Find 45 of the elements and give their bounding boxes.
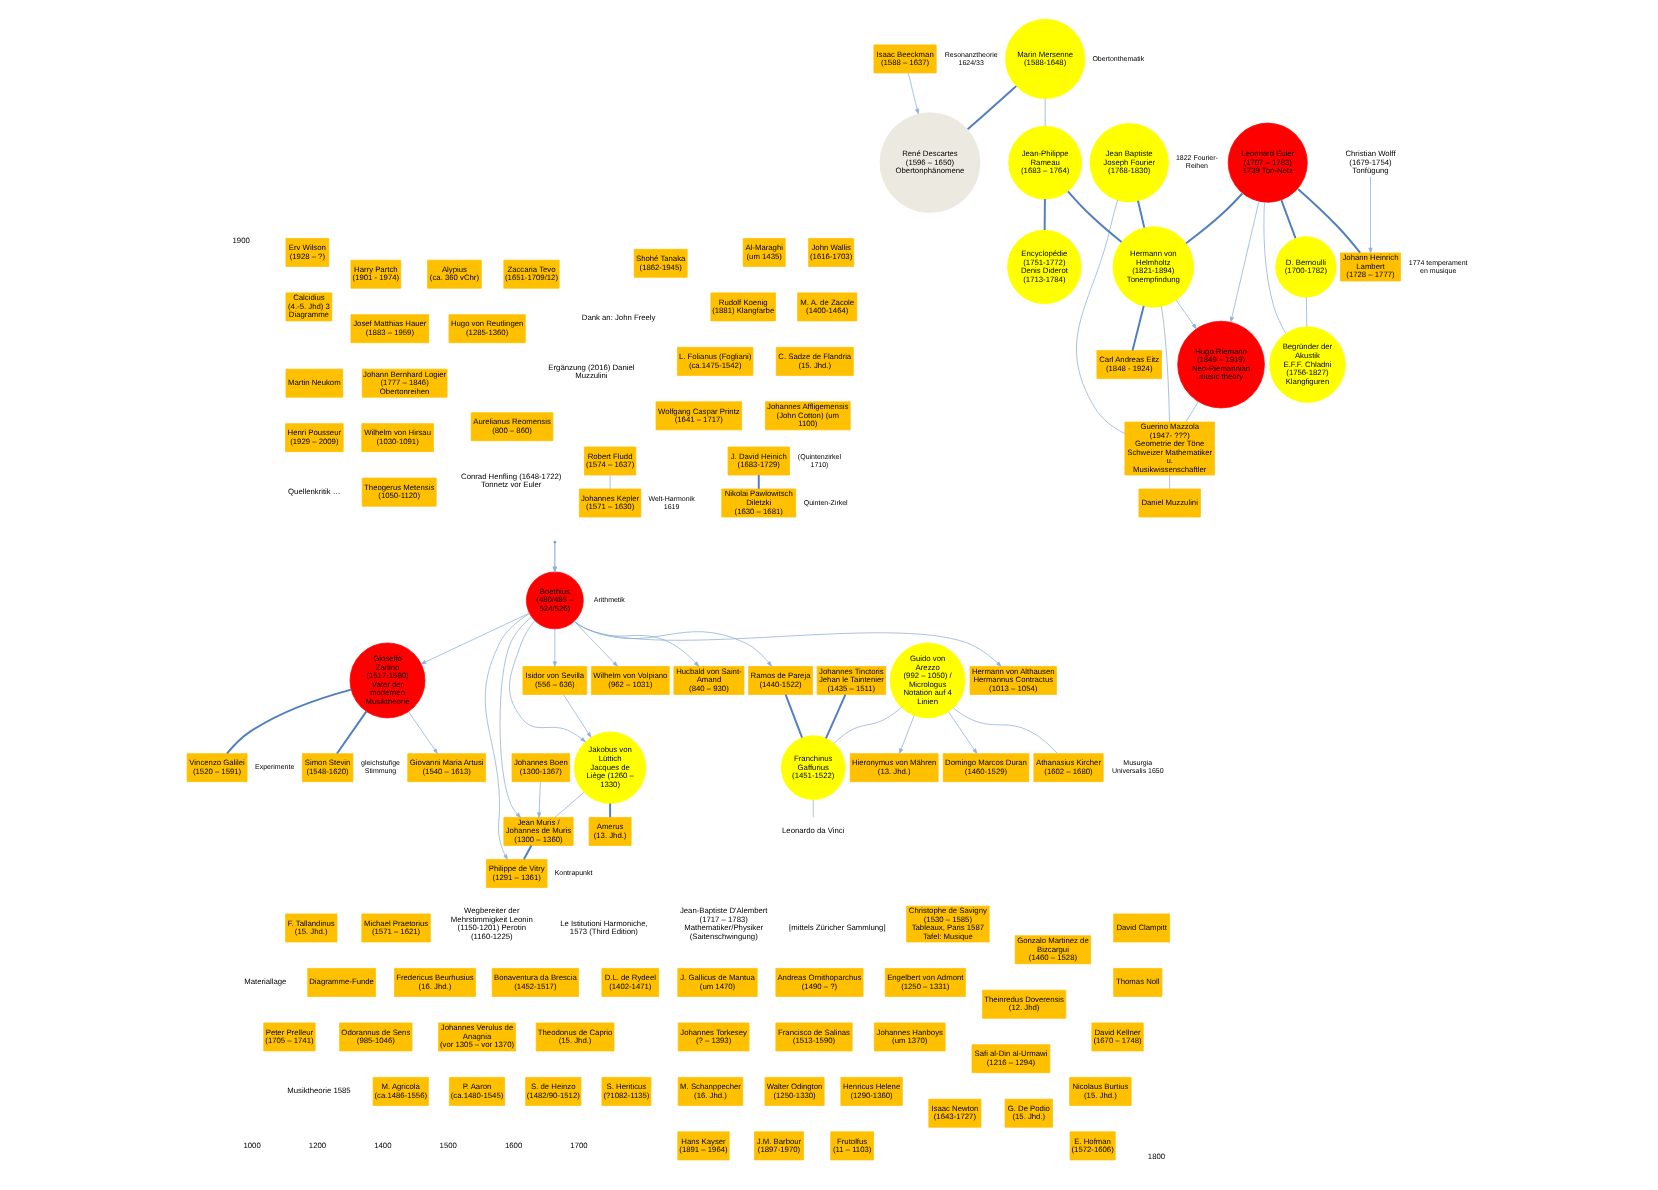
connector	[824, 693, 847, 740]
connector	[1185, 192, 1244, 245]
connector	[1044, 98, 1046, 127]
connector	[1131, 305, 1145, 352]
arrow	[574, 621, 772, 667]
arrow	[1175, 299, 1197, 330]
connector	[1137, 199, 1146, 229]
arrow	[574, 621, 618, 667]
connector	[609, 802, 612, 819]
connector	[812, 799, 814, 818]
arrow	[552, 542, 558, 574]
arrow	[408, 711, 438, 754]
arrow	[899, 715, 915, 754]
connector	[1296, 188, 1362, 254]
connector	[1160, 306, 1170, 423]
arrow	[948, 711, 978, 754]
connector	[1043, 198, 1046, 231]
arrow	[1229, 201, 1260, 323]
connector	[833, 707, 902, 744]
connector	[757, 474, 760, 490]
arrow	[484, 613, 530, 860]
connector	[966, 85, 1018, 131]
arrow	[907, 72, 920, 115]
connector	[1185, 401, 1199, 423]
connector	[554, 791, 585, 818]
arrow	[499, 616, 532, 818]
connector	[1280, 198, 1297, 240]
connector	[226, 688, 353, 755]
arrow	[1368, 176, 1373, 254]
connector	[784, 693, 804, 739]
arrow	[537, 781, 542, 818]
connector	[1305, 296, 1308, 327]
arrow	[552, 628, 557, 667]
arrow	[574, 620, 700, 667]
arrow	[574, 621, 1002, 667]
connector	[953, 707, 1058, 754]
connector	[1066, 190, 1123, 243]
arrow	[420, 612, 530, 665]
connector	[1169, 474, 1171, 490]
connector	[1076, 199, 1126, 434]
connector	[609, 474, 611, 490]
connector	[1263, 202, 1287, 334]
arrow	[563, 694, 592, 738]
connector	[522, 844, 533, 861]
connector	[336, 710, 368, 755]
